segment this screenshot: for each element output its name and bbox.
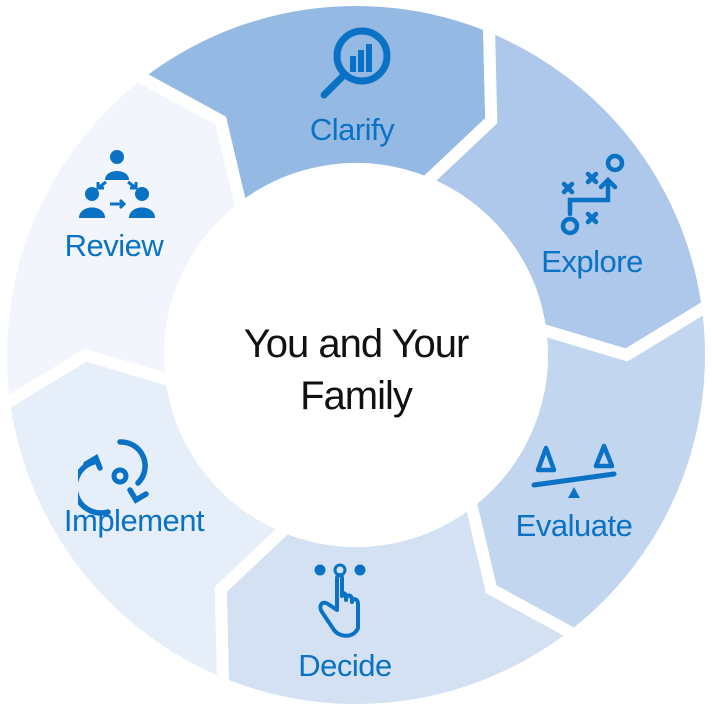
cycle-arrows-icon	[78, 439, 149, 516]
magnifier-chart-icon	[320, 27, 391, 99]
step-label-clarify: Clarify	[309, 112, 395, 147]
center-title-line-1: You and Your	[243, 322, 470, 366]
step-label-decide: Decide	[298, 648, 392, 683]
team-review-icon	[79, 150, 155, 218]
strategy-play-icon	[560, 153, 625, 236]
balance-scale-icon	[531, 443, 617, 498]
segment-review	[0, 68, 249, 415]
step-label-implement: Implement	[63, 503, 205, 538]
step-label-review: Review	[64, 228, 164, 263]
step-label-explore: Explore	[541, 244, 643, 279]
hand-pointer-icon	[314, 563, 366, 638]
center-title: You and Your Family	[243, 318, 470, 422]
step-label-evaluate: Evaluate	[515, 508, 633, 543]
center-title-line-2: Family	[300, 374, 413, 418]
